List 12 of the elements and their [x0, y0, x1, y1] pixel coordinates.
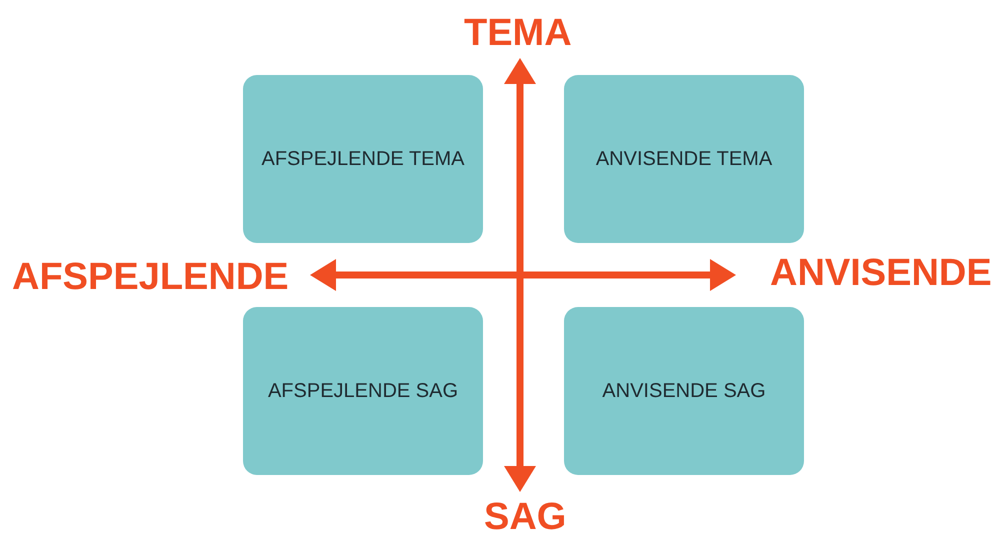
axis-label: ANVISENDE	[770, 254, 992, 292]
quadrant-label: AFSPEJLENDE TEMA	[261, 147, 465, 171]
quadrant-label: ANVISENDE SAG	[602, 379, 766, 403]
quadrant-box	[243, 75, 483, 243]
quadrant-box	[564, 75, 804, 243]
axis-label: AFSPEJLENDE	[12, 258, 289, 296]
quadrant-label: ANVISENDE TEMA	[596, 147, 772, 171]
quadrant-box	[564, 307, 804, 475]
axis-label: TEMA	[464, 14, 572, 52]
quadrant-label: AFSPEJLENDE SAG	[268, 379, 458, 403]
quadrant-box	[243, 307, 483, 475]
axis-label: SAG	[484, 498, 566, 534]
